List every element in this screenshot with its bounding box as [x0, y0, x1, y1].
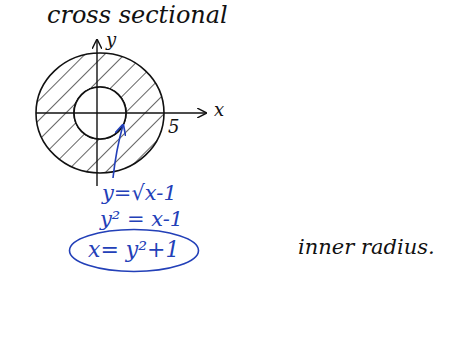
pointer-arrow: [113, 125, 123, 178]
circled-equation: x= y²+1: [68, 228, 200, 273]
annotation: inner radius.: [296, 236, 437, 259]
equation: y=√x-1: [100, 182, 179, 205]
title-note: cross sectional: [45, 2, 230, 28]
y-axis: [96, 40, 97, 186]
x-axis: [36, 112, 206, 113]
equation: y² = x-1: [98, 208, 185, 231]
dimension-value: 5: [166, 117, 181, 137]
axis-label: y: [104, 30, 118, 50]
equation: x= y²+1: [86, 238, 182, 262]
axis-label: x: [212, 100, 226, 120]
